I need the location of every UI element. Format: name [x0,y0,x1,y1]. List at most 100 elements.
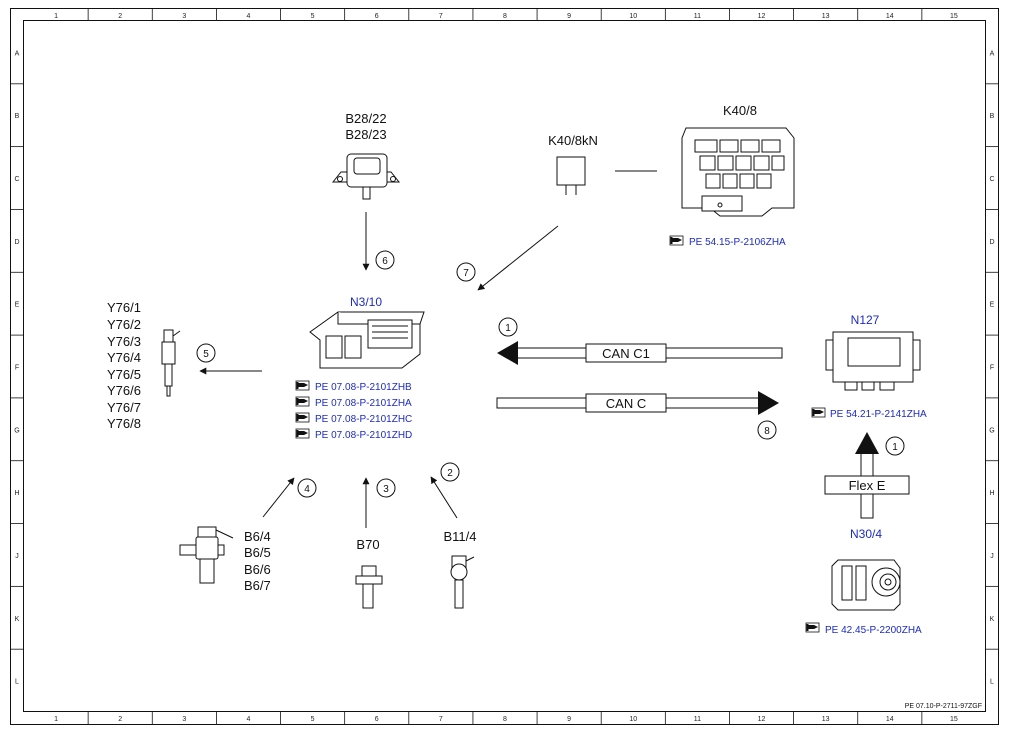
relay-icon [556,156,586,195]
grid-label: 5 [311,716,315,723]
k40-8-ref[interactable]: PE 54.15-P-2106ZHA [689,237,786,248]
grid-label: D [14,239,19,246]
grid-label: 9 [567,716,571,723]
grid-label: 10 [629,13,637,20]
n30-4-ref[interactable]: PE 42.45-P-2200ZHA [825,625,922,636]
grid-label: 14 [886,716,894,723]
engine-control-unit-icon [309,311,425,369]
flex-e-label: Flex E [849,478,886,493]
grid-label: A [15,50,20,57]
n127-label[interactable]: N127 [851,313,880,327]
n3-10-ref-1[interactable]: PE 07.08-P-2101ZHB [315,382,412,393]
pointing-hand-icon [805,622,820,633]
camshaft-sensor-icon [179,526,234,584]
y76-label: Y76/5 [107,367,141,382]
k40-8-label: K40/8 [723,103,757,118]
fuse-relay-box-icon [681,127,795,217]
grid-label: 11 [694,13,701,20]
grid-label: 13 [822,13,830,20]
grid-label: B [15,113,20,120]
can-c-bus: CAN C [496,391,779,415]
b6-label: B6/4 [244,529,271,544]
n3-10-ref-4[interactable]: PE 07.08-P-2101ZHD [315,430,412,441]
grid-label: G [14,427,19,434]
grid-label: E [15,302,20,309]
pointing-hand-icon [295,380,310,391]
grid-label: 14 [886,13,894,20]
callout-7: 7 [463,268,469,279]
temperature-sensor-icon [450,555,475,609]
grid-label: A [990,50,995,57]
grid-label: 7 [439,716,443,723]
callout-6: 6 [382,256,388,267]
can-c1-label: CAN C1 [602,346,650,361]
grid-label: H [14,490,19,497]
document-reference: PE 07.10-P-2711-97ZGF [905,703,982,710]
n3-10-ref-3[interactable]: PE 07.08-P-2101ZHC [315,414,412,425]
grid-label: 4 [247,716,251,723]
n3-10-ref-2[interactable]: PE 07.08-P-2101ZHA [315,398,412,409]
grid-label: 7 [439,13,443,20]
flex-e-bus: Flex E [824,432,910,519]
pointing-hand-icon [295,396,310,407]
abs-esp-unit-icon [831,559,901,611]
b6-label: B6/7 [244,578,271,593]
callout-3: 3 [383,484,389,495]
grid-label: 4 [247,13,251,20]
grid-label: 6 [375,13,379,20]
y76-label: Y76/6 [107,383,141,398]
grid-label: 2 [118,13,122,20]
y76-label: Y76/4 [107,350,141,365]
grid-label: 1 [54,716,58,723]
k40-8kn-label: K40/8kN [548,133,598,148]
grid-label: 11 [694,716,701,723]
grid-label: 6 [375,716,379,723]
grid-label: K [15,616,20,623]
grid-labels: 1122334455667788991010111112121313141415… [14,13,994,723]
y76-label: Y76/1 [107,300,141,315]
grid-label: 13 [822,716,830,723]
pointing-hand-icon [669,235,684,246]
callout-4: 4 [304,484,310,495]
b70-label: B70 [356,537,379,552]
grid-label: L [15,679,19,686]
grid-label: 2 [118,716,122,723]
grid-label: 15 [950,13,958,20]
grid-label: D [989,239,994,246]
pointing-hand-icon [295,412,310,423]
b28-sensor: B28/22 B28/23 [331,111,401,200]
grid-label: F [990,365,994,372]
pointing-hand-icon [811,407,826,418]
pointing-hand-icon [295,428,310,439]
n30-4-label[interactable]: N30/4 [850,527,882,541]
grid-label: C [989,176,994,183]
b11-4-label: B11/4 [443,529,476,544]
y76-label: Y76/2 [107,317,141,332]
n127-ref[interactable]: PE 54.21-P-2141ZHA [830,409,927,420]
b6-label: B6/5 [244,545,271,560]
grid-label: 5 [311,13,315,20]
callout-2: 2 [447,468,453,479]
b6-label: B6/6 [244,562,271,577]
grid-label: 1 [54,13,58,20]
callout-8: 8 [764,426,770,437]
b28-label-2: B28/23 [345,127,386,142]
y76-labels: Y76/1 Y76/2 Y76/3 Y76/4 Y76/5 Y76/6 Y76/… [107,300,141,431]
grid-label: G [989,427,994,434]
grid-label: F [15,365,19,372]
grid-label: 8 [503,13,507,20]
y76-label: Y76/8 [107,416,141,431]
n3-10-label[interactable]: N3/10 [350,295,382,309]
b28-label-1: B28/22 [345,111,386,126]
can-c-label: CAN C [606,396,646,411]
n3-10-references: PE 07.08-P-2101ZHB PE 07.08-P-2101ZHA PE… [295,380,412,441]
injector-icon [161,329,181,397]
grid-label: 9 [567,13,571,20]
grid-label: B [990,113,995,120]
grid-label: 10 [629,716,637,723]
callout-5: 5 [203,349,209,360]
grid-label: 15 [950,716,958,723]
grid-label: J [15,553,19,560]
can-c1-bus: CAN C1 [497,341,783,365]
